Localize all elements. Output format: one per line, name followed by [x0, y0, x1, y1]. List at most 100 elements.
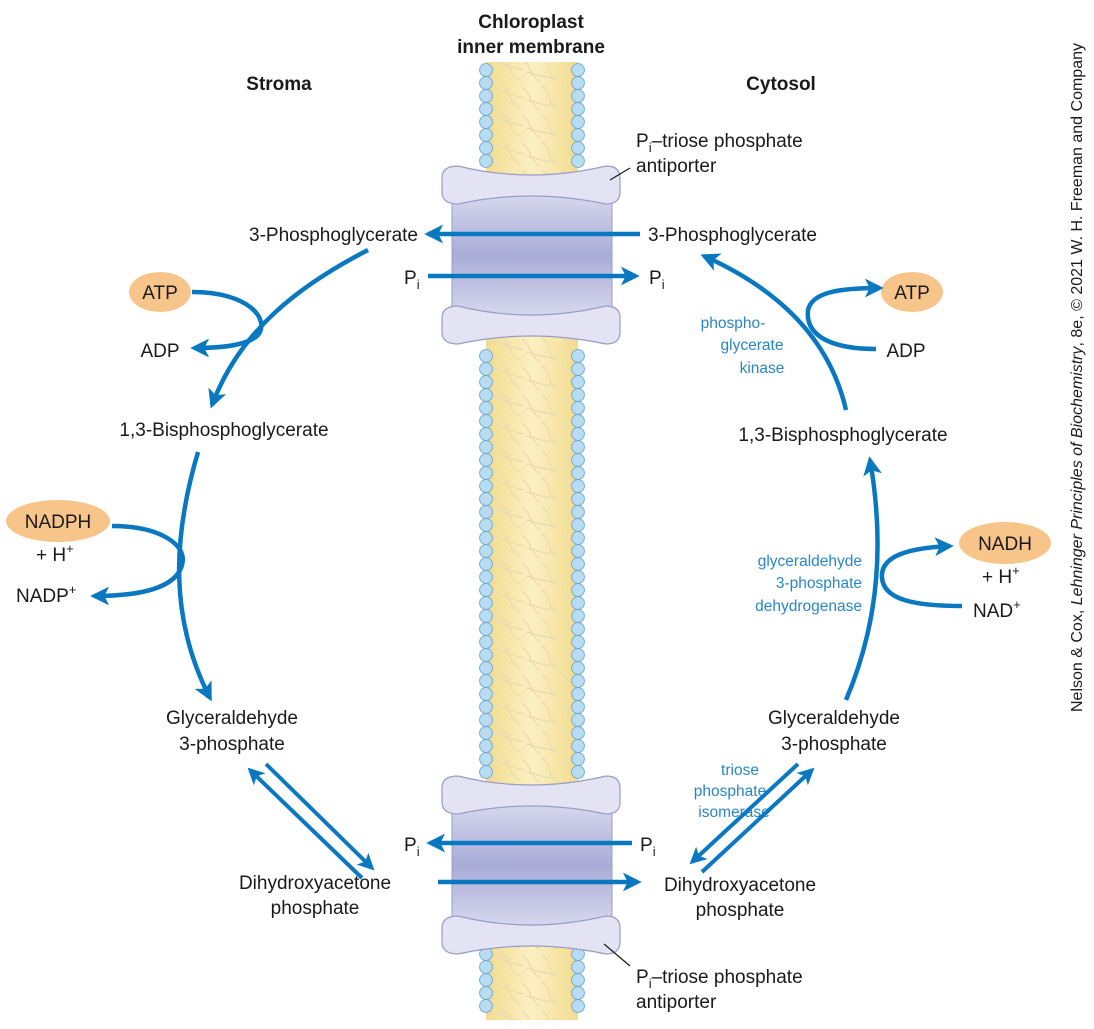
- pi-cytosol-top: Pi: [649, 268, 665, 292]
- enzyme-tpi-line2: phosphate: [694, 783, 766, 800]
- bottom-antiporter-upper-cap: [441, 775, 621, 815]
- lipid-heads-left: [479, 63, 493, 1013]
- lipid-head: [479, 622, 493, 636]
- lipid-head: [571, 661, 585, 675]
- lipid-head: [479, 713, 493, 727]
- stroma-adp: ADP: [140, 341, 179, 362]
- cytosol-glyceraldehyde-3-phosphate-line2: 3-phosphate: [781, 734, 887, 755]
- lipid-head: [479, 115, 493, 129]
- lipid-head: [571, 128, 585, 142]
- cytosol-nadh-oval: [959, 522, 1051, 564]
- lipid-head: [479, 89, 493, 103]
- bottom-antiporter: [441, 775, 621, 955]
- lipid-head: [571, 466, 585, 480]
- lipid-head: [571, 596, 585, 610]
- lipid-head: [571, 102, 585, 116]
- arrow-cytosol-gap-to-dhap: [689, 762, 800, 865]
- cytosol-3-phosphoglycerate: 3-Phosphoglycerate: [648, 225, 817, 246]
- lipid-head: [571, 700, 585, 714]
- lipid-head: [571, 401, 585, 415]
- lipid-head: [571, 570, 585, 584]
- cytosol-adp: ADP: [886, 341, 925, 362]
- lipid-head: [479, 63, 493, 77]
- lipid-head: [571, 674, 585, 688]
- lipid-head: [571, 960, 585, 974]
- lipid-head: [479, 76, 493, 90]
- arrow-stroma-dhap-to-gap: [247, 767, 364, 880]
- arrow-stroma-atp-to-adp: [190, 289, 264, 358]
- lipid-head: [479, 557, 493, 571]
- stroma-glyceraldehyde-3-phosphate-line1: Glyceraldehyde: [166, 708, 298, 729]
- pi-stroma-top: Pi: [404, 268, 420, 292]
- enzyme-pgk-line3: kinase: [740, 360, 785, 377]
- cytosol-nadh: NADH: [978, 534, 1032, 555]
- equilibrium-arrows: [247, 762, 815, 880]
- top-antiporter-leader: [609, 167, 631, 181]
- lipid-head: [479, 531, 493, 545]
- lipid-head: [571, 544, 585, 558]
- cytosol-atp: ATP: [894, 283, 930, 304]
- lipid-head: [571, 414, 585, 428]
- lipid-head: [479, 570, 493, 584]
- lipid-head: [571, 622, 585, 636]
- top-antiporter-lower-cap: [441, 305, 621, 345]
- bottom-antiporter-label-line1: Pi–triose phosphate: [636, 967, 803, 991]
- lipid-head: [571, 726, 585, 740]
- membrane-title-line2: inner membrane: [457, 37, 605, 58]
- lipid-head: [571, 531, 585, 545]
- top-antiporter: [441, 165, 621, 345]
- lipid-head: [479, 583, 493, 597]
- pi-stroma-bottom: Pi: [404, 835, 420, 859]
- lipid-head: [571, 713, 585, 727]
- top-antiporter-upper-cap: [441, 165, 621, 205]
- top-antiporter-label-line2: antiporter: [636, 156, 717, 177]
- enzyme-gapdh-line3: dehydrogenase: [755, 598, 862, 615]
- lipid-head: [479, 752, 493, 766]
- lipid-head: [571, 739, 585, 753]
- membrane-title-line1: Chloroplast: [478, 12, 584, 33]
- top-antiporter-channel: [451, 179, 613, 331]
- bottom-antiporter-channel: [451, 789, 613, 941]
- arrow-cytosol-nad-to-nadh: [879, 537, 963, 609]
- lipid-head: [571, 986, 585, 1000]
- lipid-head: [571, 375, 585, 389]
- lipid-head: [571, 648, 585, 662]
- bottom-antiporter-label-line2: antiporter: [636, 992, 717, 1013]
- arrow-cytosol-adp-to-atp: [805, 278, 884, 352]
- lipid-head: [479, 999, 493, 1013]
- cytosol-title: Cytosol: [746, 74, 816, 95]
- stroma-nadph-oval: [6, 500, 110, 542]
- lipid-head: [479, 596, 493, 610]
- arrows: [90, 224, 963, 892]
- cytosol-nad-plus: NAD+: [973, 597, 1021, 622]
- lipid-head: [479, 141, 493, 155]
- lipid-head: [571, 492, 585, 506]
- credit-line: Nelson & Cox, Lehninger Principles of Bi…: [1069, 43, 1086, 712]
- lipid-head: [479, 635, 493, 649]
- lipid-head: [479, 440, 493, 454]
- stroma-atp: ATP: [142, 283, 178, 304]
- top-antiporter-label-line1: Pi–triose phosphate: [636, 131, 803, 155]
- bottom-antiporter-lower-cap: [441, 915, 621, 955]
- cytosol-glyceraldehyde-3-phosphate-line1: Glyceraldehyde: [768, 708, 900, 729]
- lipid-head: [571, 583, 585, 597]
- lipid-head: [479, 765, 493, 779]
- lipid-head: [479, 687, 493, 701]
- lipid-head: [479, 518, 493, 532]
- lipid-head: [571, 76, 585, 90]
- lipid-head: [571, 505, 585, 519]
- stroma-dihydroxyacetone-phosphate-line2: phosphate: [271, 898, 360, 919]
- lipid-head: [479, 973, 493, 987]
- cytosol-1-3-bisphosphoglycerate: 1,3-Bisphosphoglycerate: [738, 425, 947, 446]
- stroma-1-3-bisphosphoglycerate: 1,3-Bisphosphoglycerate: [119, 420, 328, 441]
- lipid-head: [479, 674, 493, 688]
- lipid-head: [571, 687, 585, 701]
- stroma-title: Stroma: [246, 74, 312, 95]
- lipid-head: [571, 999, 585, 1013]
- lipid-head: [571, 765, 585, 779]
- lipid-head: [571, 453, 585, 467]
- arrow-cytosol-dhap-to-gap: [700, 767, 815, 874]
- cytosol-dihydroxyacetone-phosphate-line2: phosphate: [696, 900, 785, 921]
- lipid-head: [479, 102, 493, 116]
